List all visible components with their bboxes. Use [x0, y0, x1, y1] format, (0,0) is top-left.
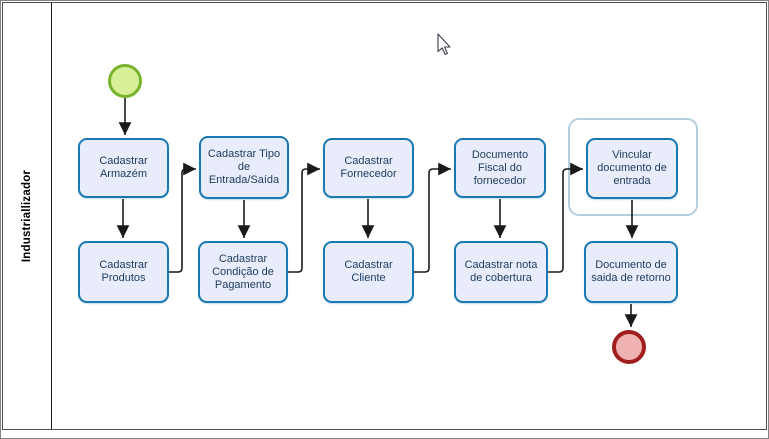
task-label: Documento Fiscal do fornecedor — [471, 148, 529, 187]
task-vincular-documento-entrada[interactable]: Vincular documento de entrada — [586, 138, 678, 199]
task-cadastrar-fornecedor[interactable]: Cadastrar Fornecedor — [323, 138, 414, 198]
task-label: Cadastrar Tipo de Entrada/Saída — [207, 148, 281, 186]
task-label: Cadastrar Cliente — [344, 259, 393, 284]
task-cadastrar-tipo-entrada-saida[interactable]: Cadastrar Tipo de Entrada/Saída — [199, 136, 289, 199]
task-label: Vincular documento de entrada — [597, 149, 667, 187]
task-documento-fiscal-fornecedor[interactable]: Documento Fiscal do fornecedor — [454, 138, 546, 198]
task-cadastrar-produtos[interactable]: Cadastrar Produtos — [78, 241, 169, 303]
task-cadastrar-cliente[interactable]: Cadastrar Cliente — [323, 241, 414, 303]
lane-label-area: Industriallizador — [3, 3, 51, 429]
group-frame[interactable] — [568, 118, 698, 216]
task-cadastrar-nota-cobertura[interactable]: Cadastrar nota de cobertura — [454, 241, 548, 303]
lane-label: Industriallizador — [21, 169, 33, 263]
task-cadastrar-armazem[interactable]: Cadastrar Armazém — [78, 138, 169, 198]
task-label: Cadastrar Fornecedor — [340, 155, 397, 180]
task-label: Cadastrar Produtos — [99, 259, 148, 284]
task-label: Cadastrar Condição de Pagamento — [212, 252, 274, 291]
task-documento-saida-retorno[interactable]: Documento de saida de retorno — [584, 241, 678, 303]
start-event[interactable] — [108, 64, 142, 98]
lane-divider — [51, 3, 52, 429]
end-event[interactable] — [612, 330, 646, 364]
task-label: Cadastrar Armazém — [99, 155, 148, 180]
task-cadastrar-condicao-pagamento[interactable]: Cadastrar Condição de Pagamento — [198, 241, 288, 303]
task-label: Cadastrar nota de cobertura — [464, 259, 538, 284]
task-label: Documento de saida de retorno — [591, 259, 671, 284]
